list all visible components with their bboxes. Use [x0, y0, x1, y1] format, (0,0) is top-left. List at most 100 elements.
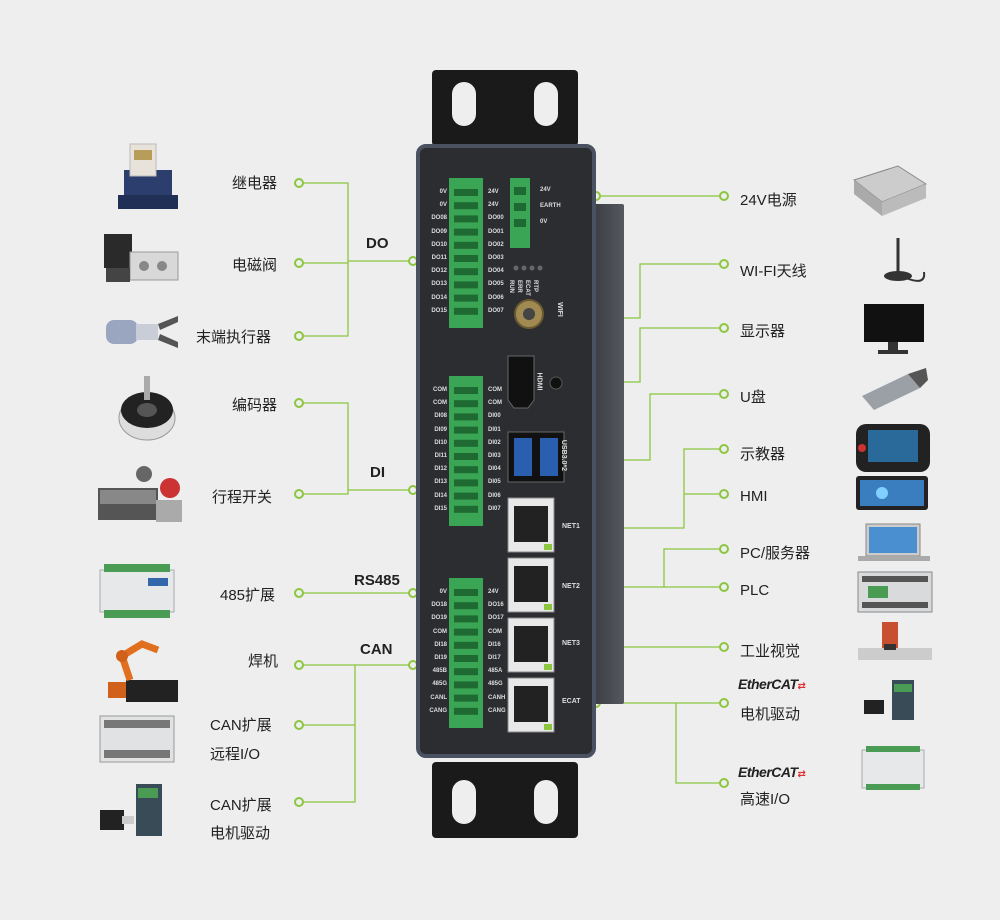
- mounting-bracket-bottom: [432, 762, 578, 838]
- connector-dot: [294, 720, 304, 730]
- label-highspeed-io: 高速I/O: [740, 791, 791, 808]
- can-right-pin: 485G: [488, 681, 503, 688]
- di-right-pin: COM: [488, 400, 502, 407]
- do-left-pin: DO08: [431, 215, 447, 222]
- label-net1: NET1: [562, 523, 580, 530]
- slot-hole: [452, 780, 476, 824]
- do-left-pin: DO13: [431, 281, 447, 288]
- can-left-pin: CANL: [430, 694, 447, 701]
- do-right-pin: DO02: [488, 241, 504, 248]
- connector-dot: [294, 178, 304, 188]
- can-right-pin: 485A: [488, 668, 503, 675]
- welder-robot-icon: [108, 640, 178, 702]
- di-left-pin: COM: [433, 400, 447, 407]
- can-right-pin: CANG: [488, 707, 506, 714]
- connector-dot: [294, 331, 304, 341]
- label-travel-switch: 行程开关: [212, 489, 273, 506]
- label-485-ext: 485扩展: [220, 587, 276, 604]
- can-right-pin: COM: [488, 628, 502, 635]
- can-right-pin: DI16: [488, 641, 501, 648]
- can-left-pin: CANG: [429, 707, 447, 714]
- label-net2: NET2: [562, 583, 580, 590]
- can-left-pin: 0V: [439, 589, 447, 595]
- can-right-pin: CANH: [488, 694, 506, 701]
- do-left-pin: 0V: [439, 189, 447, 195]
- connector-dot: [294, 258, 304, 268]
- led-label: RUN: [508, 280, 514, 293]
- di-right-pin: DI01: [488, 426, 501, 433]
- power-pin: 0V: [540, 219, 548, 225]
- label-remote-io: 远程I/O: [210, 746, 261, 763]
- highspeed-io-icon: [861, 746, 925, 790]
- wifi-antenna-icon: [884, 238, 926, 282]
- connector-dot: [719, 444, 729, 454]
- can-motor-drive-icon: [100, 784, 162, 836]
- group-can: CAN: [360, 641, 393, 658]
- can-left-pin: DI18: [434, 641, 447, 648]
- di-left-pin: DI12: [434, 466, 447, 473]
- can-right-pin: 24V: [488, 589, 499, 595]
- group-rs485: RS485: [354, 572, 400, 589]
- label-can-ext-2: CAN扩展: [210, 797, 272, 814]
- do-right-pin: DO04: [488, 268, 504, 275]
- label-pc-server: PC/服务器: [740, 545, 811, 562]
- connector-dot: [719, 489, 729, 499]
- power-pin: EARTH: [540, 203, 561, 209]
- di-left-pin: DI08: [434, 413, 447, 420]
- do-left-pin: DO11: [431, 255, 447, 261]
- 485-module-icon: [99, 564, 175, 618]
- di-right-pin: DI04: [488, 466, 501, 473]
- slot-hole: [452, 82, 476, 126]
- do-right-pin: DO03: [488, 255, 504, 261]
- di-right-pin: DI00: [488, 413, 501, 420]
- remote-io-icon: [99, 715, 175, 763]
- label-hmi: HMI: [740, 488, 768, 505]
- can-right-pin: DO16: [488, 602, 504, 609]
- do-left-pin: DO15: [431, 307, 447, 314]
- label-24v-power: 24V电源: [740, 192, 797, 209]
- group-do: DO: [366, 235, 389, 252]
- do-right-pin: DO06: [488, 294, 504, 301]
- connector-dot: [719, 323, 729, 333]
- hmi-icon: [856, 476, 928, 510]
- connector-dot: [719, 582, 729, 592]
- label-industrial-vision: 工业视觉: [740, 643, 801, 660]
- can-right-pin: DO17: [488, 615, 504, 622]
- connector-dot: [719, 698, 729, 708]
- do-left-pin: DO14: [431, 294, 447, 301]
- label-motor-drive-left: 电机驱动: [210, 825, 271, 842]
- label-udisk: U盘: [740, 389, 766, 406]
- di-left-pin: DI14: [434, 492, 447, 499]
- di-left-pin: DI15: [434, 505, 447, 512]
- connector-dot: [719, 642, 729, 652]
- do-left-pin: DO10: [431, 241, 447, 248]
- slot-hole: [534, 82, 558, 126]
- can-left-pin: COM: [433, 628, 447, 635]
- travel-switch-icon: [98, 466, 182, 522]
- label-relay: 继电器: [232, 175, 278, 192]
- laptop-icon: [858, 523, 930, 561]
- connector-dot: [719, 778, 729, 788]
- plc-icon: [857, 571, 933, 613]
- label-wifi-port: WIFI: [555, 302, 563, 317]
- group-di: DI: [370, 464, 385, 481]
- device-side-fin: [594, 204, 624, 704]
- ethercat-logo-2: EtherCAT⇄: [738, 764, 806, 780]
- power-supply-icon: [852, 165, 928, 216]
- do-left-pin: DO12: [431, 268, 447, 275]
- usb-drive-icon: [862, 368, 928, 410]
- can-left-pin: 485G: [432, 681, 447, 688]
- connector-dot: [294, 398, 304, 408]
- do-right-pin: DO07: [488, 307, 504, 314]
- connector-dot: [719, 191, 729, 201]
- do-right-pin: 24V: [488, 202, 499, 209]
- label-wifi-antenna: WI-FI天线: [740, 263, 807, 280]
- led-label: ECAT: [524, 280, 530, 296]
- label-net3: NET3: [562, 640, 580, 647]
- do-left-pin: DO09: [431, 228, 447, 235]
- di-right-pin: DI03: [488, 453, 501, 459]
- do-right-pin: DO01: [488, 228, 504, 235]
- can-left-pin: DO19: [431, 615, 447, 622]
- ecat-motor-drive-icon: [864, 680, 914, 720]
- di-left-pin: COM: [433, 387, 447, 393]
